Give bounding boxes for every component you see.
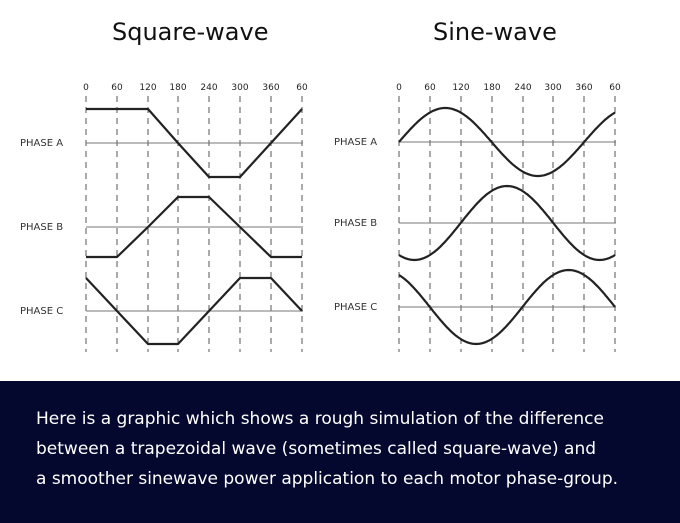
square-wave-title: Square-wave (112, 18, 269, 46)
square-tick-label: 300 (231, 83, 248, 93)
square-tick-label: 60 (296, 83, 308, 93)
square-phase-label: PHASE A (20, 138, 63, 149)
square-tick-label: 240 (200, 83, 217, 93)
waveform-figure: Square-wave Sine-wave 0 60 120 180 240 300 360… (20, 18, 621, 352)
sine-tick-label: 60 (609, 83, 621, 93)
sine-phase-label: PHASE C (334, 302, 377, 313)
square-tick-label: 360 (262, 83, 279, 93)
sine-tick-label: 0 (396, 83, 402, 93)
sine-phase-a-wave (398, 106, 616, 178)
square-phase-label: PHASE C (20, 306, 63, 317)
square-tick-label: 0 (83, 83, 89, 93)
caption-panel: Here is a graphic which shows a rough si… (0, 381, 680, 523)
sine-phase-label: PHASE B (334, 218, 377, 229)
square-phase-a-wave (86, 107, 303, 179)
sine-tick-label: 300 (544, 83, 561, 93)
sine-tick-label: 240 (514, 83, 531, 93)
sine-phase-label: PHASE A (334, 137, 377, 148)
sine-phase-c-wave (398, 268, 616, 346)
caption-line-2: between a trapezoidal wave (sometimes ca… (36, 439, 597, 459)
square-phase-c-wave (85, 276, 303, 346)
square-phase-b-wave (86, 195, 302, 259)
sine-tick-label: 120 (452, 83, 469, 93)
sine-tick-label: 180 (483, 83, 500, 93)
sine-phase-b-wave (398, 184, 616, 262)
square-tick-label: 180 (169, 83, 186, 93)
sine-wave-title: Sine-wave (433, 18, 557, 46)
caption-line-1: Here is a graphic which shows a rough si… (36, 409, 604, 429)
square-phase-label: PHASE B (20, 222, 63, 233)
square-tick-label: 120 (139, 83, 156, 93)
sine-tick-label: 360 (575, 83, 592, 93)
square-tick-label: 60 (111, 83, 123, 93)
caption-line-3: a smoother sinewave power application to… (36, 469, 619, 489)
sine-tick-label: 60 (424, 83, 436, 93)
